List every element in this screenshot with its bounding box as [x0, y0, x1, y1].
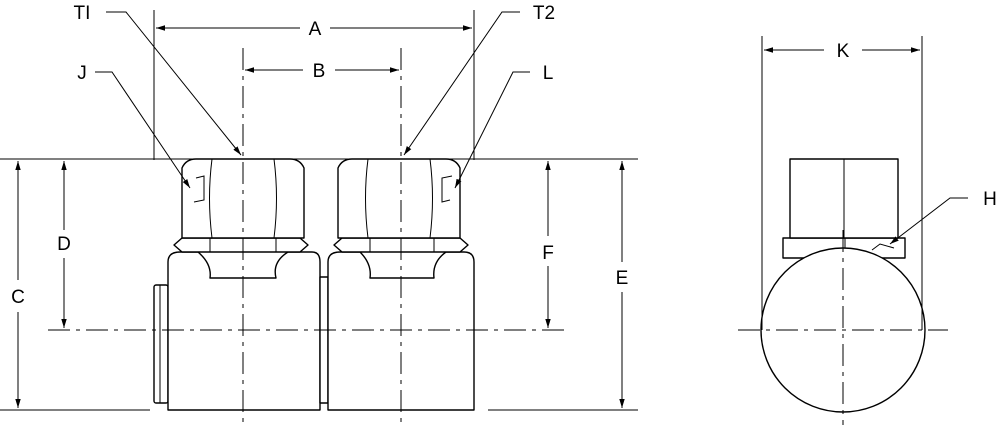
label-L: L — [543, 63, 554, 84]
left-lower-hex — [173, 237, 309, 253]
right-hex-nut — [337, 158, 461, 239]
label-F: F — [542, 243, 554, 264]
left-body-block — [167, 251, 321, 411]
label-H: H — [983, 189, 997, 210]
end-cap — [153, 284, 169, 404]
label-D: D — [57, 234, 71, 255]
body-connector — [319, 276, 329, 404]
side-hex-nut — [789, 158, 899, 251]
label-J: J — [77, 63, 87, 84]
label-B: B — [313, 61, 326, 82]
label-T1: TI — [74, 3, 91, 24]
label-A: A — [309, 19, 322, 40]
label-C: C — [11, 287, 25, 308]
label-K: K — [837, 41, 850, 62]
label-E: E — [616, 268, 629, 289]
label-T2: T2 — [533, 3, 555, 24]
